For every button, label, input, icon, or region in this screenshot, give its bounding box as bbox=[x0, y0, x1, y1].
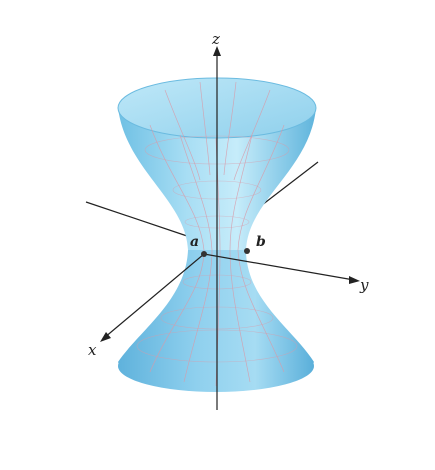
x-axis-label: x bbox=[88, 341, 97, 359]
point-b-marker bbox=[244, 248, 250, 254]
axis-back-segment-right bbox=[261, 161, 319, 206]
point-b-label: b bbox=[256, 234, 266, 250]
x-axis bbox=[103, 253, 205, 339]
point-a-marker bbox=[201, 251, 207, 257]
y-axis-label: y bbox=[359, 276, 369, 294]
point-a-label: a bbox=[190, 234, 199, 250]
y-axis-arrow-icon bbox=[349, 276, 360, 284]
y-axis bbox=[203, 253, 355, 281]
x-axis-arrow-icon bbox=[100, 332, 111, 342]
surface-mesh bbox=[149, 81, 285, 387]
z-axis-arrow-icon bbox=[213, 46, 221, 56]
z-axis-label: z bbox=[211, 30, 220, 48]
hyperboloid-bottom-rim bbox=[118, 340, 314, 392]
axis-back-segment bbox=[85, 201, 191, 238]
